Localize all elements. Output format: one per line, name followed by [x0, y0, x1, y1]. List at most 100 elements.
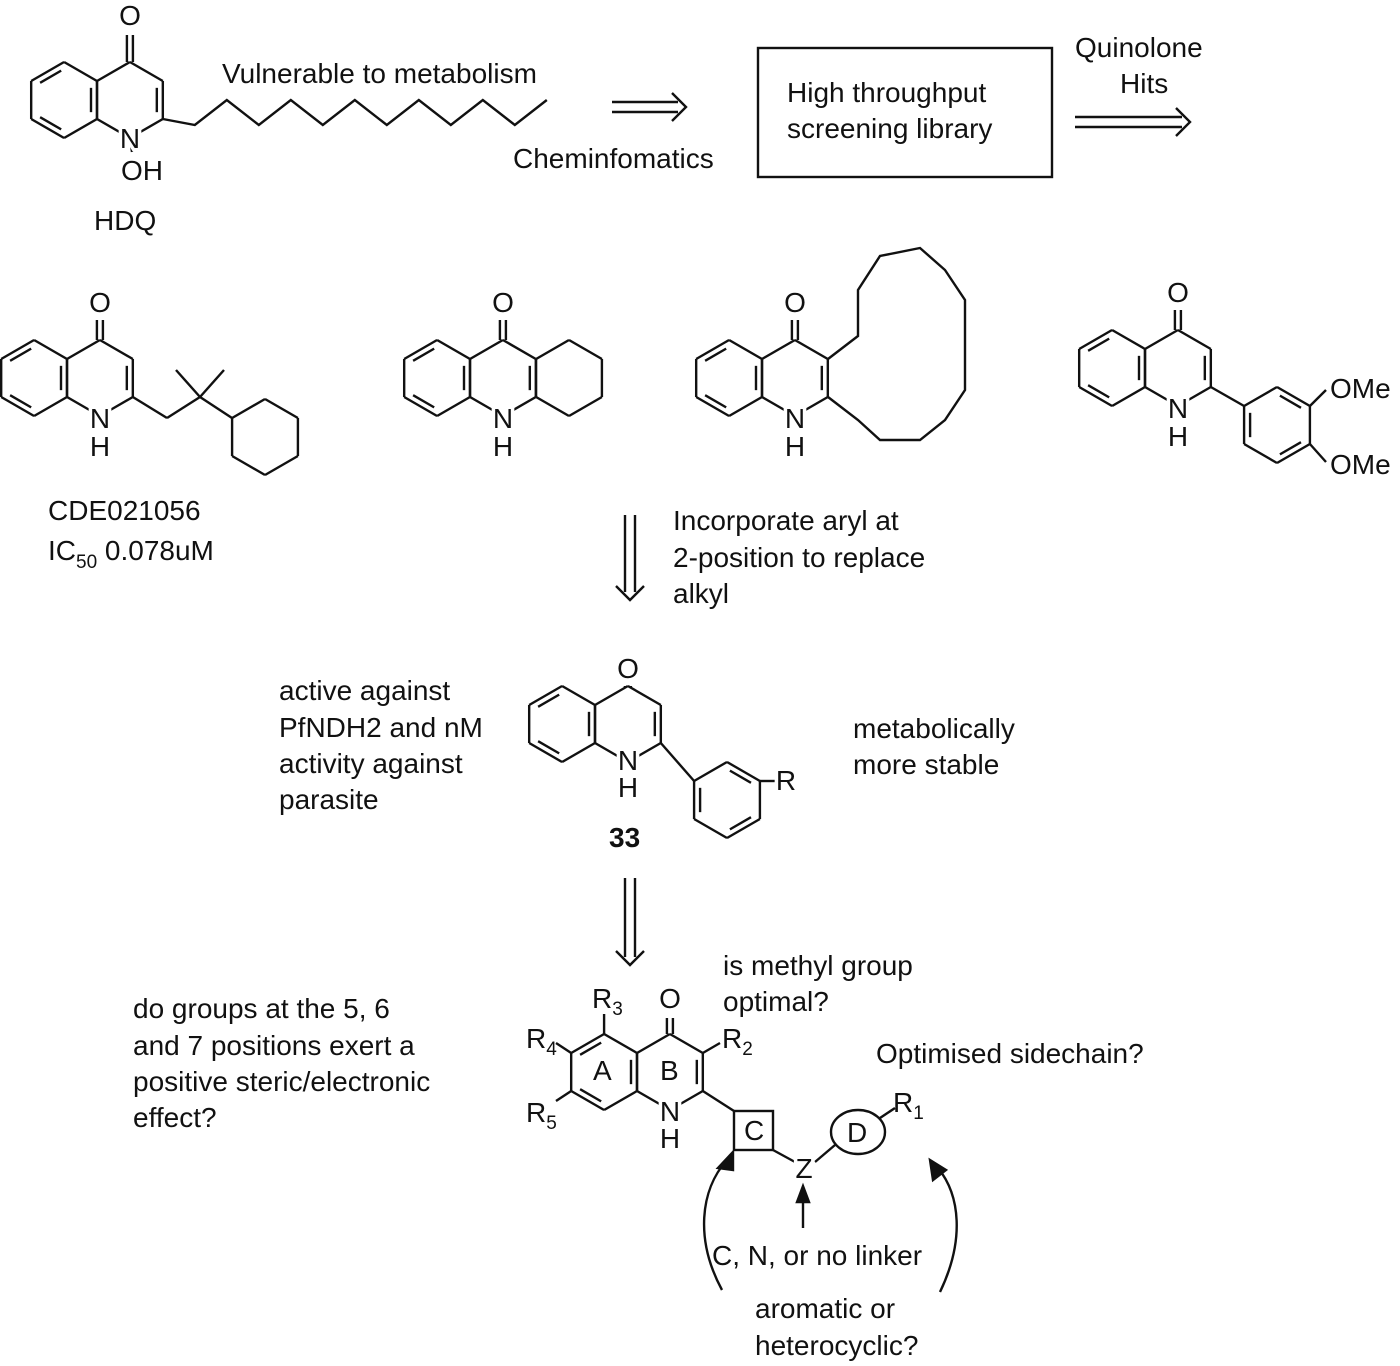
ring-c-label: C: [744, 1115, 764, 1146]
side-chain-bond: [132, 395, 168, 420]
side-chain-bond: [199, 395, 233, 420]
methoxy-2: OMe: [1330, 449, 1391, 480]
benzene-bond: [0, 395, 35, 418]
pyridone-bond: [594, 741, 629, 764]
double-bond-line: [1279, 394, 1302, 409]
pyridone-bond: [129, 60, 164, 83]
benzene-bond: [436, 338, 471, 361]
ring-a-label: A: [593, 1055, 612, 1086]
pyridone-bond: [636, 1032, 671, 1055]
c33-left-2: PfNDH2 and nM: [279, 712, 483, 743]
benzene-bond: [1243, 442, 1278, 465]
r5-bond: [555, 1089, 572, 1103]
benzene-bond: [1243, 385, 1278, 408]
arrowhead: [795, 1182, 811, 1204]
c33-left-4: parasite: [279, 784, 379, 815]
c33-r-group: R: [776, 765, 796, 796]
double-bond-line: [729, 769, 752, 784]
benzene-bond: [603, 1089, 638, 1112]
pyridone-bond: [502, 338, 537, 361]
pyridone-bond: [96, 60, 131, 83]
double-arrow-head: [671, 92, 688, 122]
step1-line1: Incorporate aryl at: [673, 505, 899, 536]
cde-ic50: IC50 0.078uM: [48, 535, 214, 573]
pyridone-bond: [1144, 328, 1179, 351]
c33-hydrogen: H: [618, 772, 638, 803]
pyridone-bond: [794, 338, 829, 361]
pyridone-bond: [99, 395, 134, 418]
benzene-bond: [0, 338, 35, 361]
pyridone-bond: [1144, 385, 1179, 408]
pyridone-bond: [66, 395, 101, 418]
linker-bond: [772, 1148, 796, 1164]
double-bond-line: [412, 394, 435, 409]
sidechain-question: Optimised sidechain?: [876, 1038, 1144, 1069]
ring-d-label: D: [847, 1117, 867, 1148]
ic-base: IC: [48, 535, 76, 566]
r5-base: R: [526, 1097, 546, 1128]
double-bond-line: [412, 347, 435, 362]
double-bond-line: [39, 69, 62, 84]
r1-bond: [879, 1107, 896, 1119]
benzene-bond: [436, 395, 471, 418]
r1-base: R: [893, 1087, 913, 1118]
r1-sub: 1: [913, 1103, 924, 1124]
benzene-bond: [1078, 328, 1113, 351]
benzene-bond: [1111, 328, 1146, 351]
methyl-bond: [175, 369, 201, 398]
methyl-q-2: optimal?: [723, 986, 829, 1017]
benzene-bond: [570, 1032, 605, 1055]
c33-right-2: more stable: [853, 749, 999, 780]
alkyl-chain: [162, 98, 548, 127]
methyl-q-1: is methyl group: [723, 950, 913, 981]
benzene-bond: [728, 338, 763, 361]
c33-left-1: active against: [279, 675, 450, 706]
r2-bond: [702, 1041, 721, 1055]
pyridone-bond: [636, 1089, 671, 1112]
cyclohexene-bond: [535, 338, 570, 361]
aryl-nitrogen: N: [1168, 393, 1188, 424]
cyclohexene-bond: [568, 395, 603, 418]
double-arrow-head: [615, 950, 645, 967]
r4-base: R: [526, 1023, 546, 1054]
acridone-nitrogen: N: [493, 403, 513, 434]
benzene-bond: [30, 60, 65, 83]
double-bond-line: [9, 394, 32, 409]
screening-box-line2: screening library: [787, 113, 992, 144]
aryl-bond: [659, 742, 695, 782]
benzene-bond: [570, 1089, 605, 1112]
sar-r1: R1: [893, 1087, 924, 1124]
pyridone-bond: [594, 684, 629, 707]
pyridone-bond: [761, 395, 796, 418]
pyridone-bond: [669, 1089, 704, 1112]
acridone-oxygen: O: [492, 287, 514, 318]
hdq-nitrogen: N: [120, 123, 140, 154]
hdq-oxygen: O: [119, 0, 141, 31]
pyridone-bond: [502, 395, 537, 418]
methoxy-bond: [1309, 443, 1327, 463]
r3-sub: 3: [612, 999, 623, 1020]
pyridone-bond: [761, 338, 796, 361]
double-bond-line: [9, 347, 32, 362]
benzene-bond: [1078, 385, 1113, 408]
hits-line2: Hits: [1120, 68, 1168, 99]
sar-r4: R4: [526, 1023, 557, 1060]
sar-hydrogen: H: [660, 1123, 680, 1154]
sar-oxygen: O: [659, 983, 681, 1014]
ic-value: 0.078uM: [97, 535, 214, 566]
benzene-bond: [403, 338, 438, 361]
double-bond-line: [1279, 441, 1302, 456]
benzene-bond: [528, 741, 563, 764]
curved-arrow-right: [937, 1167, 958, 1293]
ring-question-2: heterocyclic?: [755, 1330, 918, 1361]
pyridone-bond: [1177, 385, 1212, 408]
benzene-bond: [403, 395, 438, 418]
arrowhead: [715, 1148, 735, 1172]
benzene-bond: [1111, 385, 1146, 408]
pyridone-bond: [469, 395, 504, 418]
macro-nitrogen: N: [785, 403, 805, 434]
r2-sub: 2: [742, 1039, 753, 1060]
cyclohexane-bond: [231, 454, 266, 477]
benzene-bond: [63, 60, 98, 83]
pyridone-bond: [129, 117, 164, 140]
